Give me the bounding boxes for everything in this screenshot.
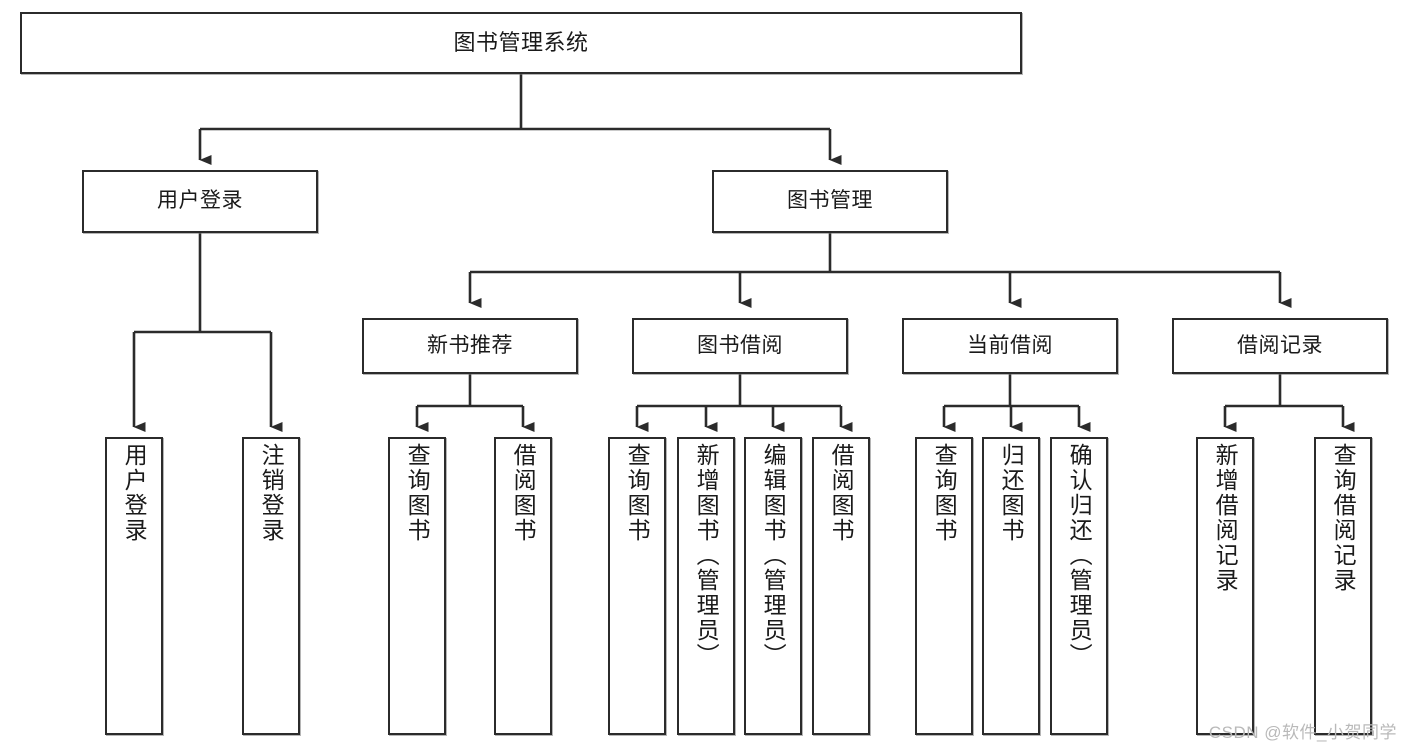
node-book-management[interactable]: 图书管理	[712, 170, 948, 233]
leaf-return-book-label: 归还图书	[998, 443, 1025, 543]
leaf-add-borrow-record-label: 新增借阅记录	[1212, 443, 1239, 593]
leaf-add-book-admin-label: 新增图书（管理员）	[693, 443, 720, 668]
node-book-management-label: 图书管理	[787, 189, 873, 213]
leaf-logout[interactable]: 注销登录	[242, 437, 300, 735]
csdn-watermark: CSDN @软件_小贺同学	[1208, 723, 1397, 742]
leaf-query-book-new-label: 查询图书	[404, 443, 431, 543]
node-root[interactable]: 图书管理系统	[20, 12, 1022, 74]
leaf-edit-book-admin[interactable]: 编辑图书（管理员）	[744, 437, 802, 735]
node-borrow-record[interactable]: 借阅记录	[1172, 318, 1388, 374]
leaf-user-login[interactable]: 用户登录	[105, 437, 163, 735]
node-user-login[interactable]: 用户登录	[82, 170, 318, 233]
leaf-edit-book-admin-label: 编辑图书（管理员）	[760, 443, 787, 668]
node-borrow-record-label: 借阅记录	[1237, 333, 1323, 357]
node-current-borrow-label: 当前借阅	[967, 333, 1053, 357]
leaf-user-login-label: 用户登录	[121, 443, 148, 543]
leaf-confirm-return-admin[interactable]: 确认归还（管理员）	[1050, 437, 1108, 735]
leaf-confirm-return-admin-label: 确认归还（管理员）	[1066, 443, 1093, 668]
node-root-label: 图书管理系统	[453, 30, 589, 56]
leaf-query-borrow-record-label: 查询借阅记录	[1330, 443, 1357, 593]
leaf-add-book-admin[interactable]: 新增图书（管理员）	[677, 437, 735, 735]
leaf-query-book-current-label: 查询图书	[931, 443, 958, 543]
node-new-book-recommend[interactable]: 新书推荐	[362, 318, 578, 374]
leaf-query-borrow-record[interactable]: 查询借阅记录	[1314, 437, 1372, 735]
node-new-book-recommend-label: 新书推荐	[427, 333, 513, 357]
leaf-borrow-book-new-label: 借阅图书	[510, 443, 537, 543]
leaf-logout-label: 注销登录	[258, 443, 285, 543]
node-book-borrow-label: 图书借阅	[697, 333, 783, 357]
leaf-query-book-new[interactable]: 查询图书	[388, 437, 446, 735]
leaf-query-book-borrow-label: 查询图书	[624, 443, 651, 543]
leaf-query-book-borrow[interactable]: 查询图书	[608, 437, 666, 735]
leaf-return-book[interactable]: 归还图书	[982, 437, 1040, 735]
node-current-borrow[interactable]: 当前借阅	[902, 318, 1118, 374]
leaf-borrow-book[interactable]: 借阅图书	[812, 437, 870, 735]
leaf-add-borrow-record[interactable]: 新增借阅记录	[1196, 437, 1254, 735]
leaf-query-book-current[interactable]: 查询图书	[915, 437, 973, 735]
node-user-login-label: 用户登录	[157, 189, 243, 213]
node-book-borrow[interactable]: 图书借阅	[632, 318, 848, 374]
leaf-borrow-book-new[interactable]: 借阅图书	[494, 437, 552, 735]
leaf-borrow-book-label: 借阅图书	[828, 443, 855, 543]
